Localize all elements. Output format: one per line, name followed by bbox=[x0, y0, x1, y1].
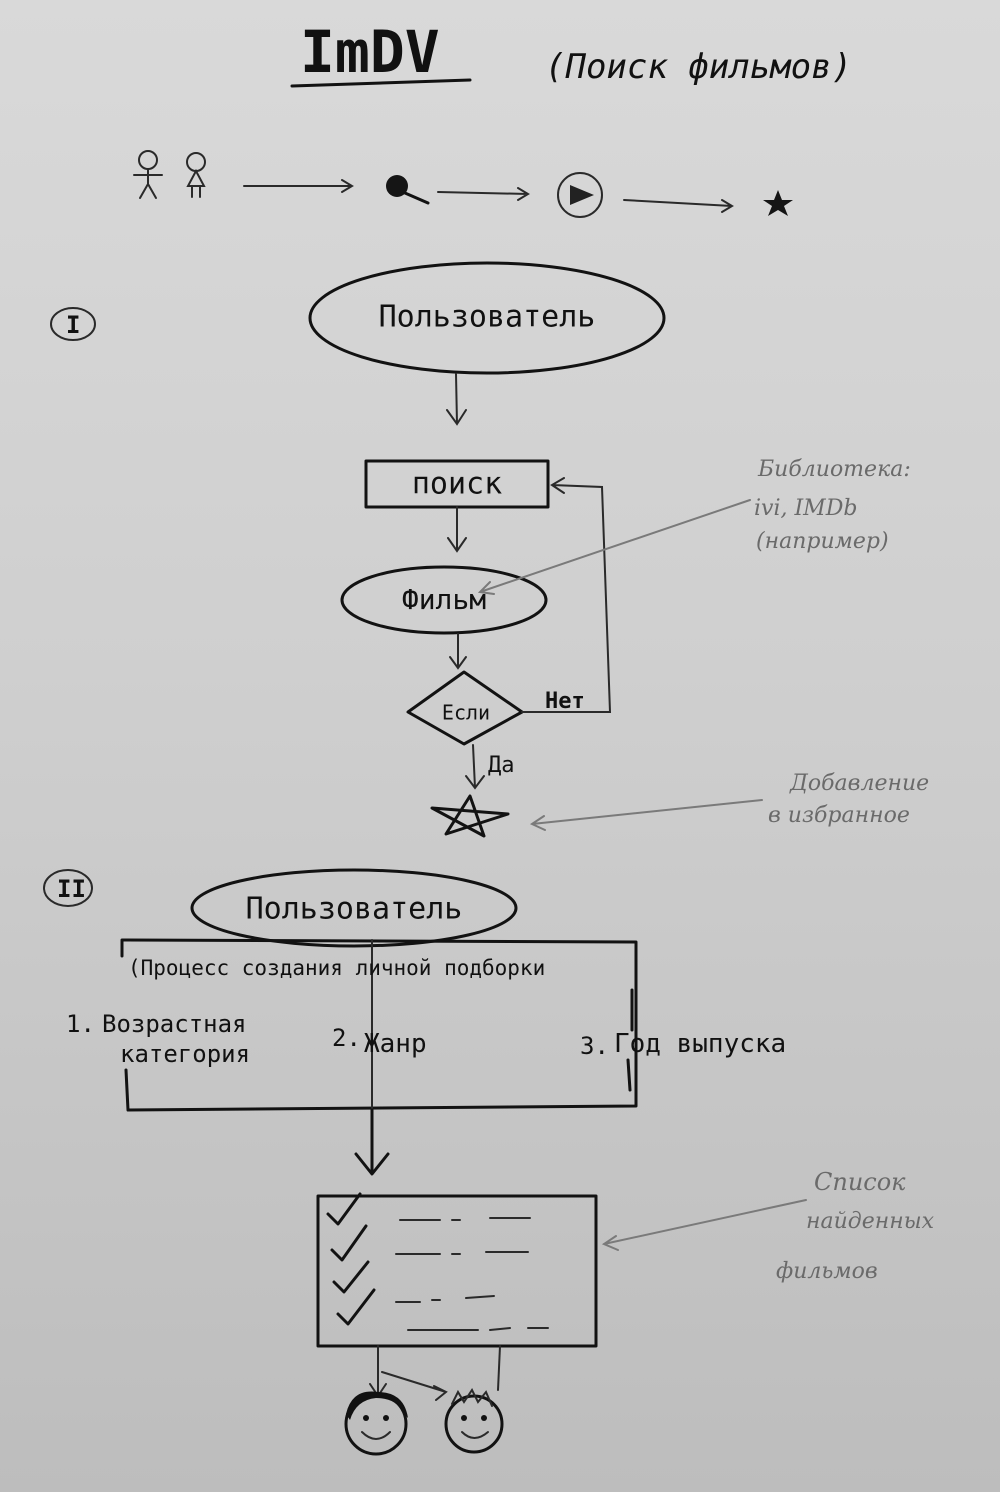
criterion-year: 3. Год выпуска bbox=[580, 1029, 786, 1060]
criterion-3-num: 3. bbox=[580, 1032, 609, 1060]
note-favorite: Добавление в избранное bbox=[529, 771, 929, 831]
checkmark-icon bbox=[330, 1224, 368, 1262]
note-list-line-1: Список bbox=[814, 1168, 906, 1196]
no-loop-arrow bbox=[521, 477, 612, 713]
note-library-line-2: ivi, IMDb bbox=[754, 496, 857, 521]
criterion-1-line-1: Возрастная bbox=[102, 1010, 247, 1038]
note-favorite-pointer bbox=[529, 799, 763, 831]
checkmark-icon bbox=[336, 1288, 376, 1326]
note-list: Список найденных фильмов bbox=[601, 1168, 935, 1284]
page-subtitle: (Поиск фильмов) bbox=[545, 47, 852, 87]
process-label: (Процесс создания личной подборки bbox=[128, 956, 545, 980]
arrow-to-decision bbox=[449, 633, 467, 670]
note-library-line-3: (например) bbox=[756, 529, 889, 554]
decision-node-label: Если bbox=[442, 701, 490, 725]
decision-node: Если bbox=[406, 670, 524, 746]
note-favorite-line-2: в избранное bbox=[768, 803, 910, 828]
arrow-to-results bbox=[354, 1108, 390, 1176]
criterion-genre: 2. Жанр bbox=[332, 1024, 427, 1059]
user-node-label: Пользователь bbox=[379, 300, 596, 335]
section-1-numeral: I bbox=[50, 307, 96, 341]
note-library-pointer bbox=[477, 499, 751, 595]
happy-user-2-icon bbox=[444, 1388, 504, 1454]
logo: ImDV bbox=[290, 18, 472, 88]
logo-underline bbox=[290, 78, 472, 88]
favorite-star-icon bbox=[430, 794, 510, 838]
logo-text: ImDV bbox=[300, 18, 440, 86]
search-node: поиск bbox=[364, 459, 550, 509]
checkmark-icon bbox=[332, 1260, 370, 1294]
arrow-to-film bbox=[447, 506, 467, 553]
result-row bbox=[330, 1224, 529, 1262]
arrow-to-user-2 bbox=[381, 1371, 448, 1401]
note-list-line-2: найденных bbox=[806, 1209, 935, 1234]
note-library: Библиотека: ivi, IMDb (например) bbox=[477, 457, 911, 595]
arrow-to-search bbox=[446, 373, 467, 426]
result-row bbox=[326, 1192, 531, 1226]
criterion-3-line-1: Год выпуска bbox=[614, 1029, 786, 1059]
flow-arrow bbox=[623, 199, 734, 213]
note-list-pointer bbox=[601, 1199, 807, 1251]
user-node: Пользователь bbox=[308, 261, 666, 375]
checkmark-icon bbox=[326, 1192, 362, 1226]
play-icon bbox=[557, 172, 603, 218]
svg-text:II: II bbox=[57, 875, 86, 903]
result-row bbox=[336, 1288, 549, 1331]
note-favorite-line-1: Добавление bbox=[789, 771, 929, 796]
film-node-label: Фильм bbox=[402, 583, 486, 616]
criterion-2-num: 2. bbox=[332, 1024, 361, 1052]
criterion-1-num: 1. bbox=[66, 1010, 95, 1038]
happy-user-1-icon bbox=[344, 1391, 408, 1456]
criterion-1-line-2: категория bbox=[120, 1040, 250, 1068]
criterion-2-line-1: Жанр bbox=[364, 1029, 427, 1059]
svg-text:I: I bbox=[66, 311, 80, 339]
line-to-user-2 bbox=[497, 1345, 501, 1391]
note-library-line-1: Библиотека: bbox=[757, 457, 911, 482]
criteria-box bbox=[120, 938, 638, 1112]
star-icon bbox=[763, 190, 793, 216]
section-2-numeral: II bbox=[43, 869, 93, 907]
flow-arrow bbox=[243, 179, 354, 193]
result-row bbox=[332, 1260, 495, 1303]
yes-arrow bbox=[465, 744, 485, 790]
user-girl-icon bbox=[186, 152, 206, 198]
no-label: Нет bbox=[545, 689, 585, 714]
film-node: Фильм bbox=[340, 565, 548, 635]
search-node-label: поиск bbox=[412, 467, 502, 502]
results-list bbox=[316, 1192, 598, 1348]
user-node-2-label: Пользователь bbox=[246, 892, 463, 927]
yes-label: Да bbox=[488, 753, 515, 778]
flow-arrow bbox=[437, 187, 530, 201]
search-icon bbox=[386, 175, 430, 205]
user-boy-icon bbox=[133, 150, 163, 199]
arrow-to-user-1 bbox=[369, 1345, 387, 1398]
note-list-line-3: фильмов bbox=[776, 1259, 878, 1284]
criterion-age: 1. Возрастная категория bbox=[66, 1010, 250, 1068]
user-node-2: Пользователь bbox=[190, 868, 518, 948]
